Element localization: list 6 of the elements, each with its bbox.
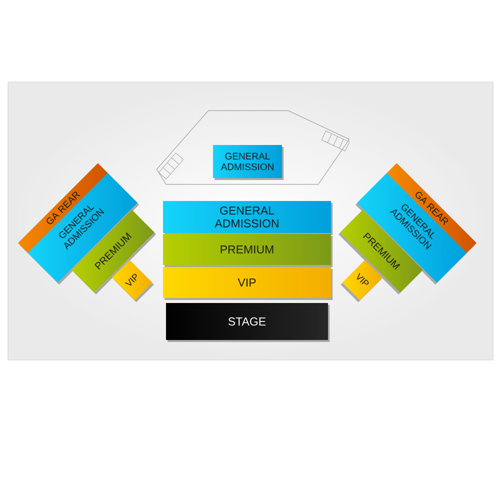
section-box: PREMIUM: [163, 234, 333, 267]
section-box: GENERAL ADMISSION: [213, 145, 284, 180]
section-box: VIP: [163, 267, 333, 300]
stage-box: STAGE: [166, 303, 330, 342]
balcony-outline: [156, 110, 350, 185]
section-box: GENERAL ADMISSION: [163, 201, 333, 235]
